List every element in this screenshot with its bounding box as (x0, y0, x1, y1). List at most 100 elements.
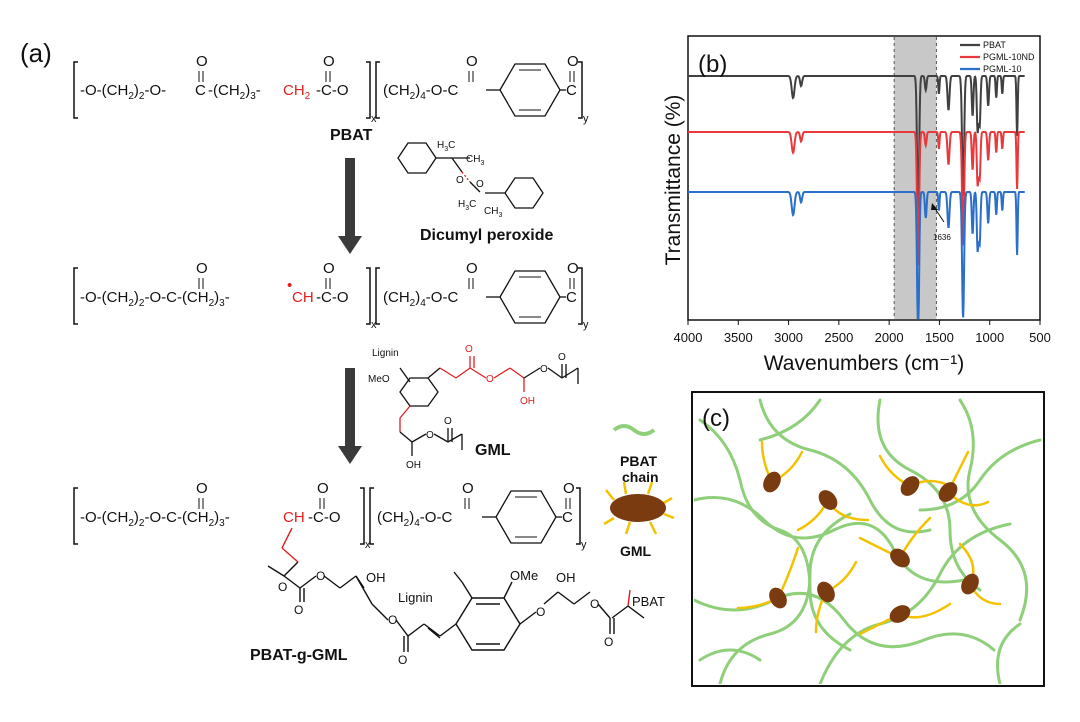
svg-text:C: C (562, 509, 573, 526)
svg-text:-O-(CH2)2-O-: -O-(CH2)2-O- (80, 82, 166, 102)
svg-text:O: O (456, 175, 464, 186)
svg-text:O: O (196, 260, 208, 277)
svg-text:-O-(CH2)2-O-C-(CH2)3-: -O-(CH2)2-O-C-(CH2)3- (80, 509, 230, 529)
panel-c-label: (c) (702, 405, 730, 432)
svg-text:O: O (323, 260, 335, 277)
gml-structure (399, 356, 579, 456)
svg-text:CH3: CH3 (484, 206, 502, 219)
graft-ome-label: OMe (510, 568, 538, 583)
y-axis-label: Transmittance (%) (662, 95, 685, 266)
svg-text:O: O (563, 480, 575, 497)
svg-text:O: O (466, 53, 478, 70)
network-schematic: (c) (691, 391, 1045, 687)
svg-text:H3C: H3C (437, 140, 455, 153)
svg-text:(CH2)4-O-C: (CH2)4-O-C (383, 289, 458, 309)
svg-text:O: O (462, 480, 474, 497)
legend-chain-l2: chain (622, 469, 659, 485)
svg-text:O: O (476, 179, 484, 190)
x-tick-label: 3500 (724, 330, 753, 345)
svg-text:O: O (317, 480, 329, 497)
svg-text:O: O (540, 364, 548, 375)
panel-b-label: (b) (698, 51, 727, 78)
reaction-arrow-2 (338, 368, 362, 464)
svg-text:x: x (371, 113, 377, 125)
gml-meo-label: MeO (368, 374, 390, 385)
graft-pbat-tag: PBAT (632, 594, 665, 609)
svg-text:O: O (567, 53, 579, 70)
graft-chain (267, 527, 645, 652)
svg-text:O: O (426, 430, 434, 441)
series-line-pgml-10 (688, 190, 1025, 319)
svg-text:O: O (567, 260, 579, 277)
svg-text:•: • (287, 277, 292, 294)
x-tick-label: 500 (1029, 330, 1051, 345)
gml-oh-2: OH (406, 460, 421, 471)
panel-a-label: (a) (20, 38, 52, 68)
graft-lignin-label: Lignin (398, 590, 433, 605)
svg-text:H3C: H3C (458, 199, 476, 212)
legend-label-pbat: PBAT (983, 40, 1006, 50)
legend-chain-l1: PBAT (620, 453, 658, 469)
svg-text:CH: CH (292, 289, 314, 306)
network-frame (691, 391, 1045, 687)
svg-text:-O-(CH2)2-O-C-(CH2)3-: -O-(CH2)2-O-C-(CH2)3- (80, 289, 230, 309)
series-line-pbat (688, 75, 1025, 217)
svg-text:y: y (583, 113, 589, 125)
svg-text:y: y (583, 319, 589, 331)
pbat-structure: -O-(CH2)2-O- C O -(CH2)3- CH2 -C-O O x (… (73, 53, 589, 125)
x-tick-label: 4000 (674, 330, 703, 345)
series-line-pgml-10nd (688, 131, 1025, 266)
svg-text:(CH2)4-O-C: (CH2)4-O-C (383, 82, 458, 102)
svg-text:(CH2)4-O-C: (CH2)4-O-C (377, 509, 452, 529)
svg-text:O: O (466, 260, 478, 277)
x-tick-label: 2500 (824, 330, 853, 345)
legend: PBAT PGML-10ND PGML-10 (960, 40, 1035, 74)
svg-text:O: O (294, 603, 303, 617)
svg-text:-(CH2)3-: -(CH2)3- (208, 82, 261, 102)
svg-text:O: O (196, 480, 208, 497)
svg-text:CH3: CH3 (466, 154, 484, 167)
graft-oh-2: OH (556, 570, 576, 585)
svg-text:CH: CH (283, 509, 305, 526)
svg-text:O: O (398, 653, 407, 667)
svg-text:-C-O: -C-O (316, 82, 349, 99)
svg-text:x: x (365, 539, 371, 551)
gml-lignin-label: Lignin (372, 348, 399, 359)
gml-oh-1: OH (520, 396, 535, 407)
pbat-radical-structure: -O-(CH2)2-O-C-(CH2)3- O • CH -C-O O x (C… (73, 260, 589, 331)
gml-name: GML (475, 442, 511, 459)
svg-text:1636: 1636 (933, 233, 951, 242)
svg-text:O: O (536, 605, 545, 619)
dicumyl-peroxide-structure (397, 142, 544, 209)
pbat-chain-legend-icon (612, 424, 656, 436)
x-tick-label: 3000 (774, 330, 803, 345)
svg-text:CH2: CH2 (283, 82, 311, 102)
x-axis-label: Wavenumbers (cm⁻¹) (764, 352, 965, 375)
pbat-g-gml-structure: -O-(CH2)2-O-C-(CH2)3- O CH -C-O O x (CH2… (73, 480, 587, 551)
legend-label-pgml-10: PGML-10 (983, 64, 1022, 74)
svg-text:O: O (590, 597, 599, 611)
x-tick-label: 1500 (925, 330, 954, 345)
dcp-name: Dicumyl peroxide (420, 227, 553, 244)
svg-text:O: O (316, 569, 325, 583)
panel-c-legend: PBAT chain GML (603, 424, 675, 559)
svg-text:-C-O: -C-O (316, 289, 349, 306)
svg-text:C: C (566, 289, 577, 306)
svg-text:O: O (486, 374, 494, 385)
chart-frame (687, 35, 1041, 321)
svg-text:O: O (465, 344, 473, 355)
graft-oh-1: OH (366, 570, 386, 585)
pbat-name: PBAT (330, 127, 373, 144)
svg-text:C: C (195, 82, 206, 99)
svg-text:C: C (566, 82, 577, 99)
legend-label-pgml-10nd: PGML-10ND (983, 52, 1035, 62)
svg-text:O: O (558, 352, 566, 363)
svg-text:y: y (581, 539, 587, 551)
annotation-1636: 1636 (931, 203, 951, 242)
x-tick-label: 2000 (875, 330, 904, 345)
svg-text:x: x (371, 319, 377, 331)
svg-text:-C-O: -C-O (308, 509, 341, 526)
pbat-chains (694, 398, 1042, 684)
